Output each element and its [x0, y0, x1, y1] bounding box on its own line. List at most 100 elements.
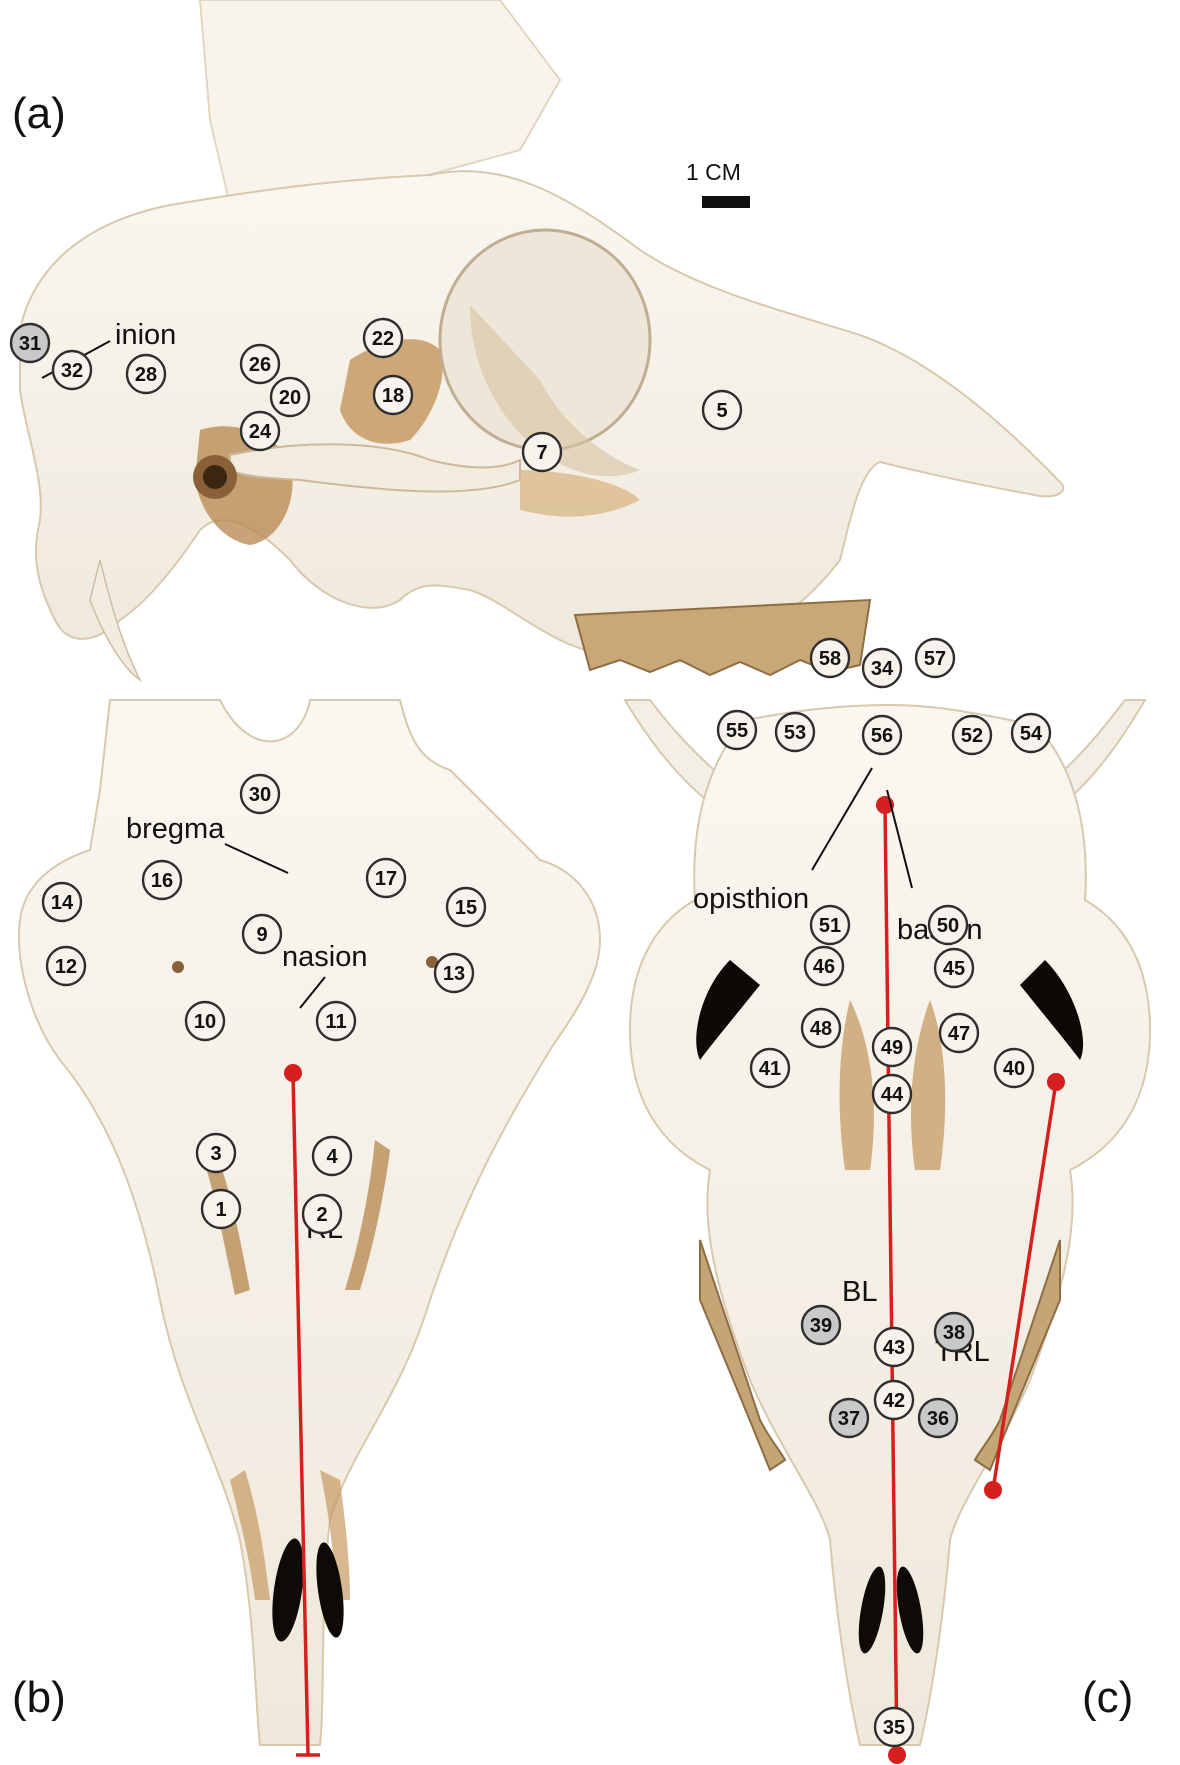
landmark-number: 58 — [819, 648, 841, 670]
landmark-circle — [365, 857, 407, 899]
landmark-circle — [861, 647, 903, 689]
landmark-circle — [239, 343, 281, 385]
landmark-number: 22 — [372, 328, 394, 350]
landmark-circle — [269, 376, 311, 418]
landmark-13: 13 — [433, 952, 475, 994]
landmark-number: 14 — [51, 892, 74, 914]
bl-measurement — [876, 796, 906, 1764]
landmark-45: 45 — [933, 947, 975, 989]
landmark-number: 15 — [455, 897, 477, 919]
landmark-number: 44 — [881, 1084, 904, 1106]
landmark-circle — [951, 714, 993, 756]
panel-label-c: (c) — [1082, 1673, 1133, 1722]
landmark-number: 32 — [61, 360, 83, 382]
landmark-circle — [809, 904, 851, 946]
landmark-circle — [809, 637, 851, 679]
landmark-circle — [445, 886, 487, 928]
landmark-circle — [301, 1193, 343, 1235]
landmark-number: 54 — [1020, 723, 1043, 745]
landmark-7: 7 — [521, 431, 563, 473]
landmark-24: 24 — [239, 410, 281, 452]
landmark-42: 42 — [873, 1379, 915, 1421]
landmark-number: 18 — [382, 385, 404, 407]
landmark-number: 56 — [871, 725, 893, 747]
landmark-number: 52 — [961, 725, 983, 747]
landmark-circle — [873, 1379, 915, 1421]
landmark-number: 9 — [256, 924, 267, 946]
landmark-number: 17 — [375, 868, 397, 890]
landmark-12: 12 — [45, 945, 87, 987]
landmark-14: 14 — [41, 881, 83, 923]
landmark-circle — [241, 913, 283, 955]
landmark-number: 7 — [536, 442, 547, 464]
landmark-number: 3 — [210, 1143, 221, 1165]
landmark-56: 56 — [861, 714, 903, 756]
landmark-36: 36 — [917, 1397, 959, 1439]
landmark-54: 54 — [1010, 712, 1052, 754]
landmark-circle — [701, 389, 743, 431]
landmark-number: 12 — [55, 956, 77, 978]
landmark-number: 24 — [249, 421, 272, 443]
bregma-label: bregma — [126, 813, 225, 845]
landmark-circle — [311, 1135, 353, 1177]
landmark-49: 49 — [871, 1026, 913, 1068]
landmark-circle — [800, 1007, 842, 1049]
landmark-number: 10 — [194, 1011, 216, 1033]
landmark-43: 43 — [873, 1326, 915, 1368]
landmark-number: 57 — [924, 648, 946, 670]
landmark-47: 47 — [938, 1012, 980, 1054]
landmark-circle — [803, 945, 845, 987]
landmark-32: 32 — [51, 349, 93, 391]
landmark-number: 26 — [249, 354, 271, 376]
landmark-circle — [774, 711, 816, 753]
panel-a-lateral-skull — [19, 0, 1065, 683]
landmark-circle — [933, 1311, 975, 1353]
landmark-circle — [141, 859, 183, 901]
landmark-number: 47 — [948, 1023, 970, 1045]
landmark-39: 39 — [800, 1304, 842, 1346]
landmark-number: 31 — [19, 333, 41, 355]
landmark-circle — [362, 317, 404, 359]
landmark-37: 37 — [828, 1397, 870, 1439]
landmark-number: 38 — [943, 1322, 965, 1344]
landmark-number: 49 — [881, 1037, 903, 1059]
basion-leader — [886, 789, 913, 889]
landmark-48: 48 — [800, 1007, 842, 1049]
landmark-circle — [871, 1073, 913, 1115]
landmark-58: 58 — [809, 637, 851, 679]
panel-c-ventral-skull — [623, 699, 1152, 1746]
landmark-number: 35 — [883, 1717, 905, 1739]
landmark-40: 40 — [993, 1047, 1035, 1089]
landmark-number: 13 — [443, 963, 465, 985]
nasion-label: nasion — [282, 941, 367, 973]
landmark-4: 4 — [311, 1135, 353, 1177]
opisthion-leader — [811, 767, 873, 871]
landmark-circle — [184, 1000, 226, 1042]
landmark-number: 39 — [810, 1315, 832, 1337]
landmark-34: 34 — [861, 647, 903, 689]
landmark-9: 9 — [241, 913, 283, 955]
landmark-35: 35 — [873, 1706, 915, 1748]
landmark-number: 51 — [819, 915, 841, 937]
landmark-circle — [239, 410, 281, 452]
landmark-15: 15 — [445, 886, 487, 928]
panel-label-b: (b) — [12, 1673, 66, 1722]
landmark-circle — [521, 431, 563, 473]
landmark-circle — [800, 1304, 842, 1346]
landmark-57: 57 — [914, 637, 956, 679]
landmark-circle — [993, 1047, 1035, 1089]
landmark-number: 11 — [325, 1011, 346, 1033]
landmark-circle — [749, 1047, 791, 1089]
landmark-circle — [873, 1706, 915, 1748]
landmark-31: 31 — [9, 322, 51, 364]
scale-bar — [702, 196, 750, 208]
opisthion-label: opisthion — [693, 883, 809, 915]
landmark-38: 38 — [933, 1311, 975, 1353]
landmark-number: 55 — [726, 720, 748, 742]
landmark-number: 4 — [326, 1146, 338, 1168]
landmark-circle — [914, 637, 956, 679]
landmark-circle — [873, 1326, 915, 1368]
landmark-circle — [1010, 712, 1052, 754]
landmark-circle — [917, 1397, 959, 1439]
bregma-leader — [224, 843, 289, 874]
